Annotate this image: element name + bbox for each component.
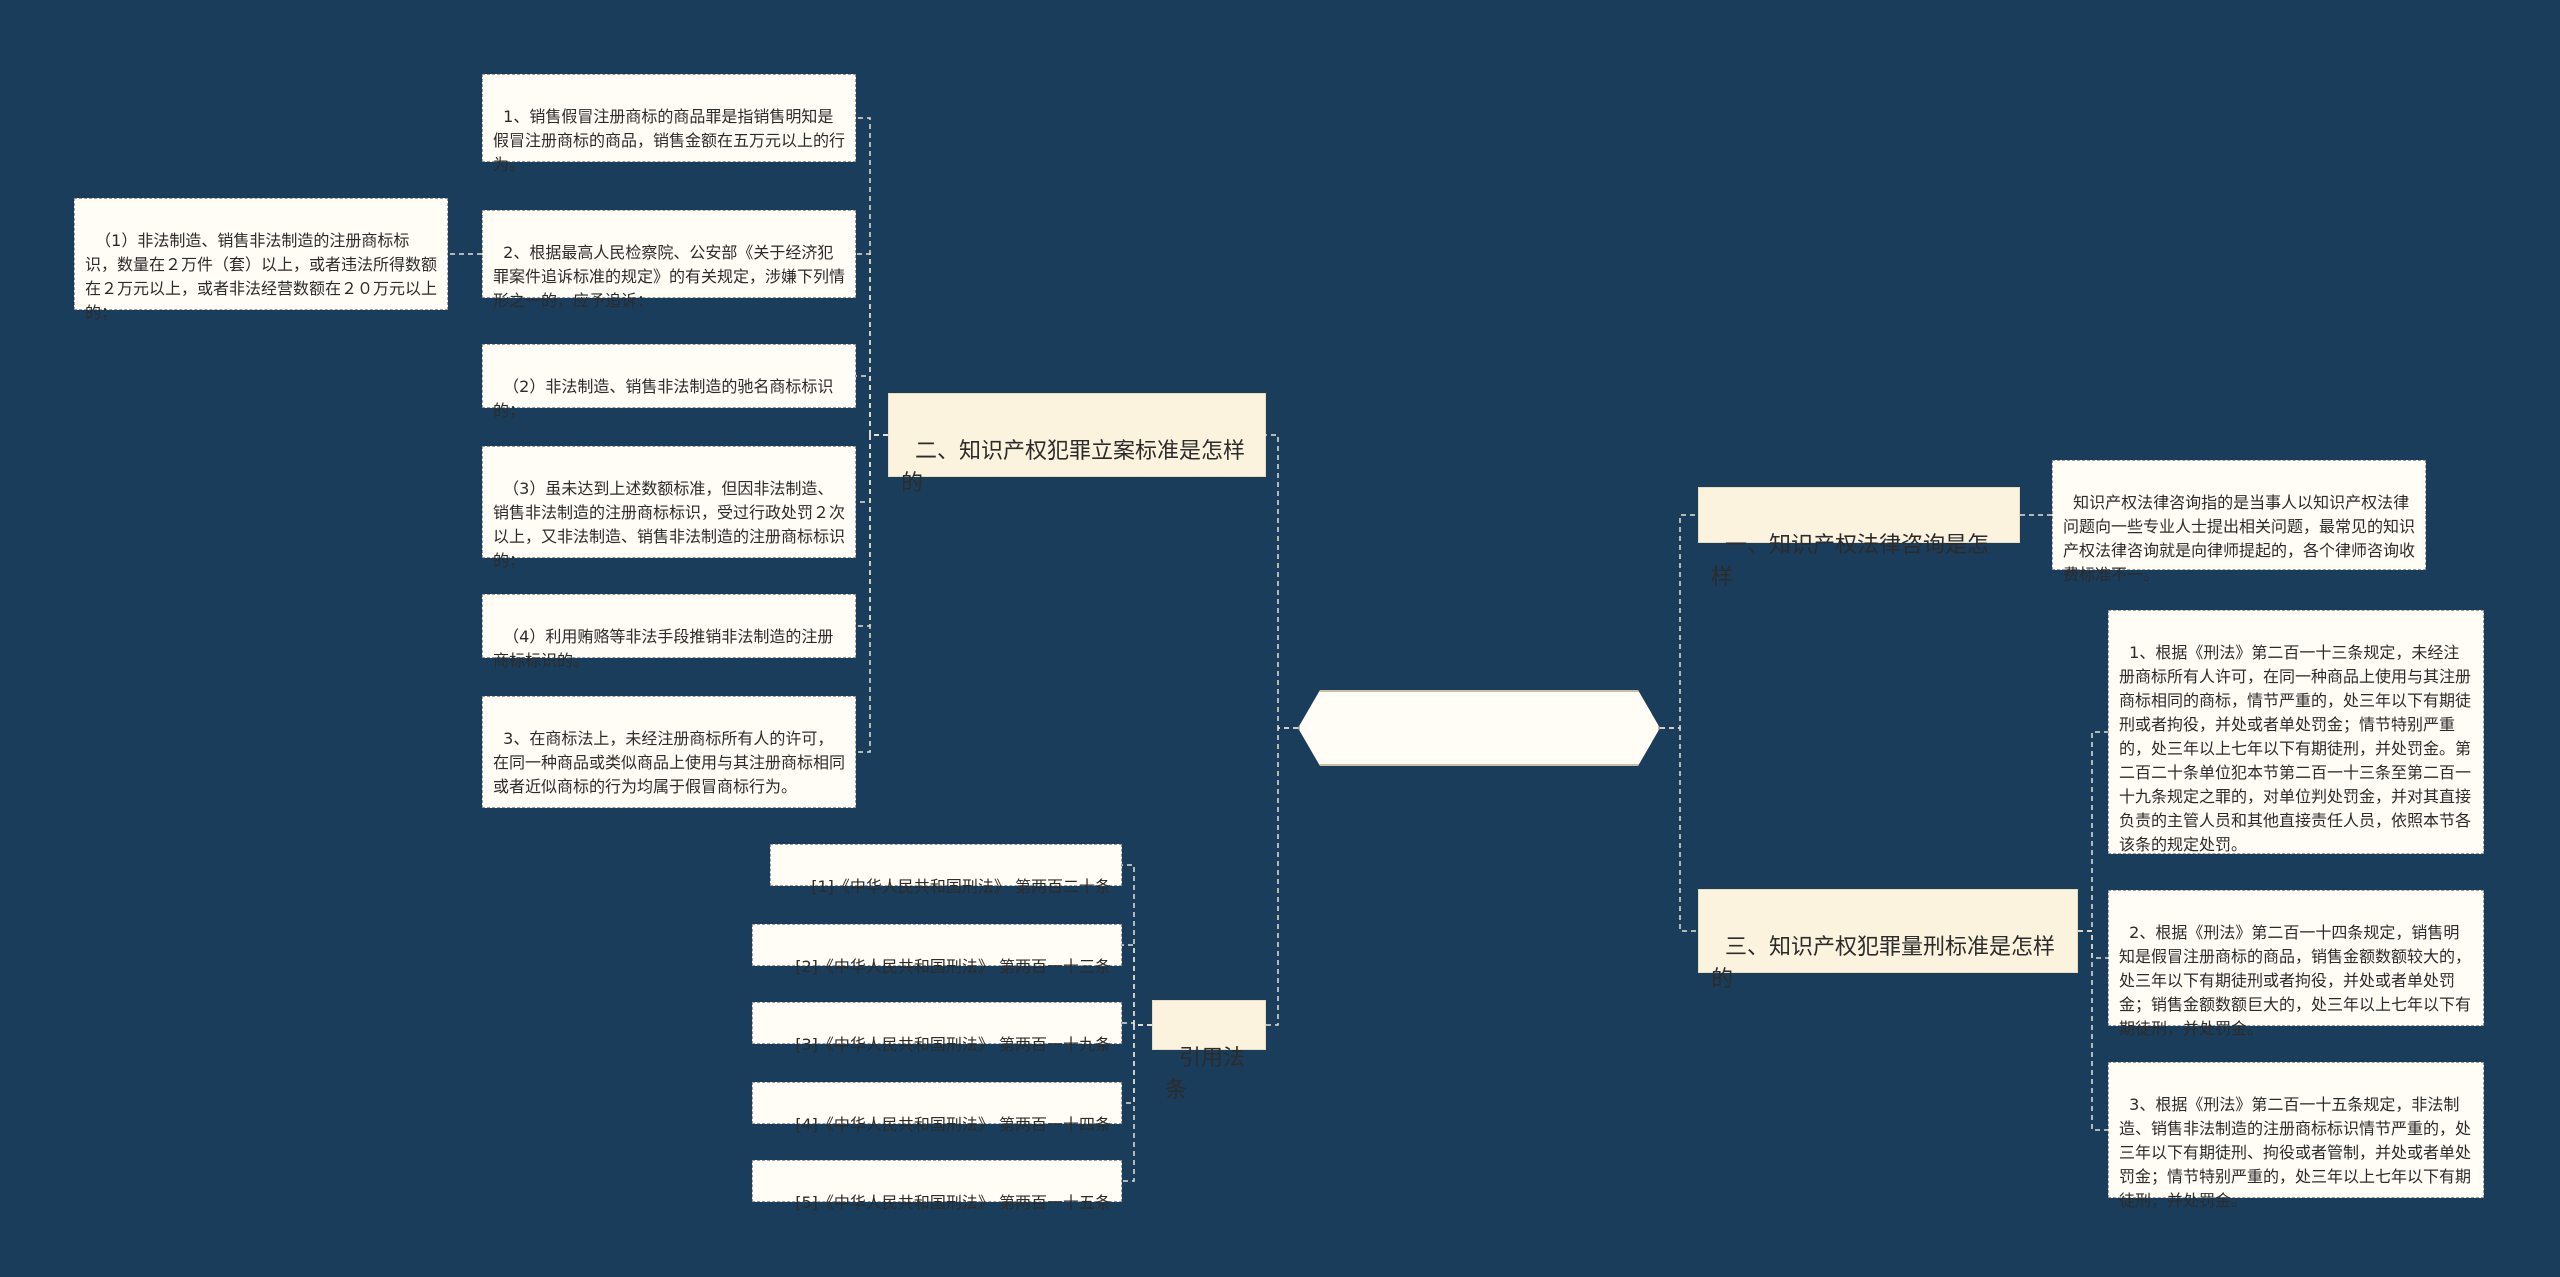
connector-line [1266, 727, 1298, 1026]
connector-line [856, 253, 888, 436]
branch-ip-crime-filing-standard[interactable]: 二、知识产权犯罪立案标准是怎样的 [888, 393, 1266, 496]
connector-line [1122, 944, 1152, 1026]
connector-line [1266, 434, 1298, 729]
leaf-text: 3、在商标法上，未经注册商标所有人的许可，在同一种商品或类似商品上使用与其注册商… [493, 729, 846, 796]
leaf-statute-citation[interactable]: [5]《中华人民共和国刑法》 第两百一十五条 [752, 1160, 1122, 1212]
connector-line [1122, 1024, 1152, 1182]
connector-line [2078, 930, 2108, 1131]
branch-cited-statutes[interactable]: 引用法条 [1152, 1000, 1266, 1103]
leaf-text: （2）非法制造、销售非法制造的驰名商标标识的； [493, 377, 834, 420]
connector-line [856, 117, 888, 436]
branch-ip-crime-sentencing-standard[interactable]: 三、知识产权犯罪量刑标准是怎样的 [1698, 889, 2078, 992]
leaf-text: [4]《中华人民共和国刑法》 第两百一十四条 [795, 1115, 1111, 1134]
leaf-sentencing-item[interactable]: 3、根据《刑法》第二百一十五条规定，非法制造、销售非法制造的注册商标标识情节严重… [2108, 1062, 2484, 1210]
connector-line [1660, 514, 1698, 729]
connector-line [856, 434, 888, 753]
leaf-filing-standard-item[interactable]: 3、在商标法上，未经注册商标所有人的许可，在同一种商品或类似商品上使用与其注册商… [482, 696, 856, 808]
leaf-sentencing-item[interactable]: 1、根据《刑法》第二百一十三条规定，未经注册商标所有人许可，在同一种商品上使用与… [2108, 610, 2484, 854]
leaf-text: 3、根据《刑法》第二百一十五条规定，非法制造、销售非法制造的注册商标标识情节严重… [2119, 1095, 2472, 1210]
leaf-statute-citation[interactable]: [4]《中华人民共和国刑法》 第两百一十四条 [752, 1082, 1122, 1134]
leaf-text: （3）虽未达到上述数额标准，但因非法制造、销售非法制造的注册商标标识，受过行政处… [493, 479, 846, 570]
leaf-text: 2、根据《刑法》第二百一十四条规定，销售明知是假冒注册商标的商品，销售金额数额较… [2119, 923, 2472, 1038]
leaf-text: 1、根据《刑法》第二百一十三条规定，未经注册商标所有人许可，在同一种商品上使用与… [2119, 643, 2472, 854]
leaf-consultation-definition[interactable]: 知识产权法律咨询指的是当事人以知识产权法律问题向一些专业人士提出相关问题，最常见… [2052, 460, 2426, 584]
leaf-text: [3]《中华人民共和国刑法》 第两百一十九条 [795, 1035, 1111, 1054]
leaf-text: [5]《中华人民共和国刑法》 第两百一十五条 [795, 1193, 1111, 1212]
leaf-filing-standard-item[interactable]: （2）非法制造、销售非法制造的驰名商标标识的； [482, 344, 856, 420]
branch-ip-legal-consultation[interactable]: 一、知识产权法律咨询是怎样 [1698, 487, 2020, 590]
leaf-filing-standard-item[interactable]: 1、销售假冒注册商标的商品罪是指销售明知是假冒注册商标的商品，销售金额在五万元以… [482, 74, 856, 174]
leaf-text: [1]《中华人民共和国刑法》 第两百二十条 [811, 877, 1111, 896]
connector-line [856, 375, 888, 436]
leaf-filing-sub-item[interactable]: （1）非法制造、销售非法制造的注册商标标识，数量在２万件（套）以上，或者违法所得… [74, 198, 448, 322]
leaf-statute-citation[interactable]: [3]《中华人民共和国刑法》 第两百一十九条 [752, 1002, 1122, 1054]
branch-label: 引用法条 [1165, 1046, 1246, 1103]
connector-line [1122, 1024, 1152, 1104]
leaf-text: 知识产权法律咨询指的是当事人以知识产权法律问题向一些专业人士提出相关问题，最常见… [2063, 493, 2416, 584]
connector-line [2078, 731, 2108, 932]
leaf-sentencing-item[interactable]: 2、根据《刑法》第二百一十四条规定，销售明知是假冒注册商标的商品，销售金额数额较… [2108, 890, 2484, 1038]
leaf-text: [2]《中华人民共和国刑法》 第两百一十三条 [795, 957, 1111, 976]
connector-line [1660, 727, 1698, 932]
leaf-text: （1）非法制造、销售非法制造的注册商标标识，数量在２万件（套）以上，或者违法所得… [85, 231, 438, 322]
branch-label: 二、知识产权犯罪立案标准是怎样的 [901, 439, 1246, 496]
branch-label: 一、知识产权法律咨询是怎样 [1711, 533, 1990, 590]
leaf-statute-citation[interactable]: [2]《中华人民共和国刑法》 第两百一十三条 [752, 924, 1122, 976]
leaf-text: 2、根据最高人民检察院、公安部《关于经济犯罪案件追诉标准的规定》的有关规定，涉嫌… [493, 243, 846, 310]
connector-line [1122, 864, 1152, 1026]
branch-label: 三、知识产权犯罪量刑标准是怎样的 [1711, 935, 2056, 992]
connector-line [856, 434, 888, 627]
leaf-filing-standard-item[interactable]: （3）虽未达到上述数额标准，但因非法制造、销售非法制造的注册商标标识，受过行政处… [482, 446, 856, 570]
leaf-statute-citation[interactable]: [1]《中华人民共和国刑法》 第两百二十条 [770, 844, 1122, 896]
connector-line [856, 434, 888, 503]
leaf-text: （4）利用贿赂等非法手段推销非法制造的注册商标标识的。 [493, 627, 834, 670]
leaf-text: 1、销售假冒注册商标的商品罪是指销售明知是假冒注册商标的商品，销售金额在五万元以… [493, 107, 846, 174]
leaf-filing-standard-item[interactable]: 2、根据最高人民检察院、公安部《关于经济犯罪案件追诉标准的规定》的有关规定，涉嫌… [482, 210, 856, 310]
connector-line [2078, 930, 2108, 959]
central-topic[interactable]: 知识产权法律咨询是怎样 [1298, 690, 1660, 766]
leaf-filing-standard-item[interactable]: （4）利用贿赂等非法手段推销非法制造的注册商标标识的。 [482, 594, 856, 670]
